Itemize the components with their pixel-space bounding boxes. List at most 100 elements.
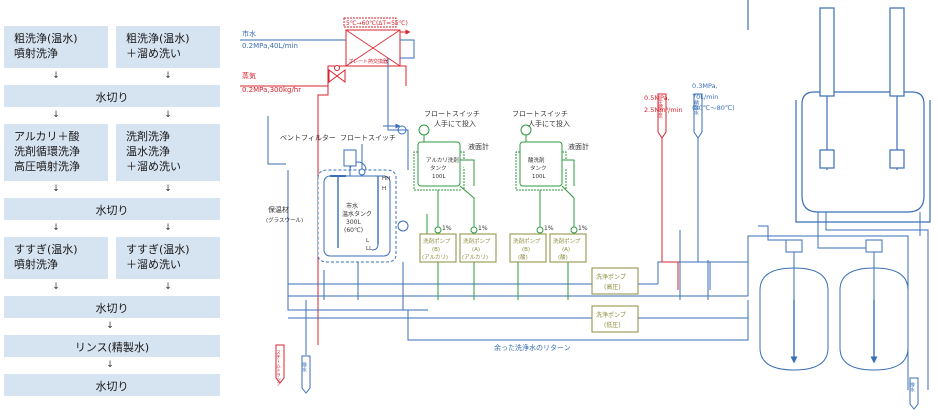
wash-pump-low-0: 洗浄ポンプ bbox=[596, 311, 626, 319]
pump-0-l2: (B) bbox=[432, 247, 440, 253]
flow-step-box-left: アルカリ＋酸洗剤循環洗浄高圧噴射洗浄 bbox=[4, 124, 108, 181]
steam-trap-label: スチームトラップ bbox=[276, 350, 281, 387]
cip-piping-diagram: 市水 0.2MPa,40L/min 蒸気 0.2MPa,300kg/hr 5℃→… bbox=[240, 0, 931, 410]
flow-step-label: 水切り bbox=[95, 302, 129, 315]
wash-pump-low-1: (低圧) bbox=[604, 321, 621, 329]
percent-4: 1% bbox=[578, 225, 588, 232]
flow-step-label: 水切り bbox=[95, 91, 129, 104]
flow-arrow-icon: ↓ bbox=[52, 71, 60, 81]
insulation-label: 保温材 bbox=[268, 205, 289, 214]
steam-trap-post bbox=[275, 344, 285, 384]
steam-spec: 0.2MPa,300kg/hr bbox=[242, 86, 301, 94]
flow-step-box-left: 粗洗浄(温水)噴射洗浄 bbox=[4, 26, 108, 68]
labels: 市水 0.2MPa,40L/min 蒸気 0.2MPa,300kg/hr 5℃→… bbox=[242, 20, 915, 392]
small-tank-right bbox=[839, 239, 909, 371]
flow-step-line: アルカリ＋酸 bbox=[14, 130, 80, 143]
flow-step-box: 水切り bbox=[4, 85, 220, 107]
wash-pump-high-0: 洗浄ポンプ bbox=[596, 273, 626, 281]
acid-tank-2: 100L bbox=[532, 174, 546, 180]
flow-step-line: 高圧噴射洗浄 bbox=[14, 160, 80, 173]
flow-arrow-icon: ↓ bbox=[164, 223, 172, 233]
alkali-tank bbox=[413, 124, 478, 234]
air-spec-1: 0.5MPa, bbox=[644, 94, 670, 102]
flow-step-box-left: すすぎ(温水) 噴射洗浄 bbox=[4, 237, 108, 279]
level-gauge-acid: 液面計 bbox=[568, 142, 589, 151]
waste-water-post-right bbox=[909, 377, 919, 410]
flow-step-label: 水切り bbox=[95, 380, 129, 393]
pump-alk-a bbox=[459, 233, 497, 263]
flow-arrow-icon: ↓ bbox=[164, 282, 172, 292]
flow-step-line: 噴射洗浄 bbox=[14, 258, 58, 271]
flow-step-box-right: 粗洗浄(温水)＋溜め洗い bbox=[116, 26, 220, 68]
vent-filter-label: ベントフィルター bbox=[280, 133, 336, 142]
vent-filter bbox=[343, 149, 357, 176]
hot-tank-line-3: (60℃) bbox=[344, 227, 363, 234]
float-switch-label: フロートスイッチ bbox=[340, 134, 396, 142]
percent-1: 1% bbox=[442, 225, 452, 232]
purified-spec-3: (30℃～80℃) bbox=[692, 104, 735, 112]
percent-3: 1% bbox=[544, 225, 554, 232]
pump-3-l1: 洗剤ポンプ bbox=[553, 237, 581, 245]
flow-step-line: ＋溜め洗い bbox=[126, 47, 181, 60]
wash-pump-high-box bbox=[591, 267, 639, 295]
waste-water-label-right: 排水 bbox=[909, 381, 915, 392]
hot-tank-line-2: 300L bbox=[346, 219, 361, 226]
level-h: H bbox=[382, 186, 386, 192]
level-gauge-alk: 液面計 bbox=[468, 142, 489, 151]
pump-0-l3: (アルカリ) bbox=[422, 254, 448, 261]
waste-water-label: 排水 bbox=[301, 361, 307, 372]
waste-water-post bbox=[301, 355, 311, 394]
flow-step-line: 洗剤循環洗浄 bbox=[14, 145, 80, 158]
temp-range: 5℃→60℃(ΔT=55℃) bbox=[346, 20, 408, 27]
detergent-pumps bbox=[419, 233, 639, 333]
hot-tank-line-0: 市水 bbox=[346, 202, 358, 210]
float-switch-acid: フロートスイッチ bbox=[512, 110, 568, 118]
pump-3-l2: (A) bbox=[562, 247, 570, 253]
flow-step-line: ＋溜め洗い bbox=[126, 160, 181, 173]
flow-step-line: すすぎ(温水) bbox=[14, 243, 78, 256]
purified-spec-1: 0.3MPa, bbox=[692, 82, 718, 90]
reactor-vessel bbox=[747, 0, 931, 223]
flow-step-box: 水切り bbox=[4, 198, 220, 220]
level-l: L bbox=[366, 238, 370, 244]
manual-input-acid: 人手にて投入 bbox=[528, 119, 570, 128]
process-flow: 粗洗浄(温水)噴射洗浄粗洗浄(温水)＋溜め洗い ↓ ↓ 水切り ↓ ↓ アルカリ＋酸洗剤循環… bbox=[0, 0, 240, 416]
pump-1-l3: (アルカリ) bbox=[462, 254, 488, 261]
pump-2-l2: (B) bbox=[522, 247, 530, 253]
flow-arrow-icon: ↓ bbox=[52, 184, 60, 194]
flow-step-box: 水切り bbox=[4, 296, 220, 318]
steam-label: 蒸気 bbox=[242, 71, 256, 80]
flow-arrow-icon: ↓ bbox=[106, 360, 114, 370]
distribution-lines bbox=[287, 170, 929, 390]
float-switch-hot bbox=[358, 144, 366, 176]
flow-step-box-right: 洗剤洗浄温水洗浄＋溜め洗い bbox=[116, 124, 220, 181]
detergent-lines bbox=[437, 262, 569, 300]
air-spec-2: 2.5Nm³/min bbox=[644, 106, 683, 114]
manual-input-alk: 人手にて投入 bbox=[434, 119, 476, 128]
pump-1-l1: 洗剤ポンプ bbox=[463, 237, 491, 245]
drain-posts bbox=[275, 93, 919, 410]
acid-tank-1: タンク bbox=[530, 164, 547, 172]
acid-tank bbox=[515, 124, 578, 234]
flow-step-label: 水切り bbox=[95, 204, 129, 217]
purified-lines bbox=[697, 118, 711, 290]
flow-arrow-icon: ↓ bbox=[52, 110, 60, 120]
alk-tank-2: 100L bbox=[432, 174, 446, 180]
pump-3-l3: (酸) bbox=[558, 253, 568, 261]
flow-arrow-icon: ↓ bbox=[106, 321, 114, 331]
flow-step-line: ＋溜め洗い bbox=[126, 258, 181, 271]
compressed-air-post bbox=[657, 93, 667, 139]
flow-arrow-icon: ↓ bbox=[52, 223, 60, 233]
level-ll: LL bbox=[366, 246, 373, 252]
flow-arrow-icon: ↓ bbox=[164, 110, 172, 120]
purified-spec-2: 70L/min bbox=[692, 93, 718, 101]
purified-water-post bbox=[693, 93, 703, 139]
flow-arrow-icon: ↓ bbox=[164, 184, 172, 194]
flow-arrow-icon: ↓ bbox=[52, 282, 60, 292]
flow-step-line: 洗剤洗浄 bbox=[126, 130, 170, 143]
alk-tank-0: アルカリ洗剤 bbox=[426, 156, 459, 164]
wash-pump-high-1: (高圧) bbox=[604, 283, 621, 291]
percent-2: 1% bbox=[478, 225, 488, 232]
purified-water-label: 精製水 bbox=[693, 99, 699, 115]
pump-acid-b bbox=[509, 233, 547, 263]
